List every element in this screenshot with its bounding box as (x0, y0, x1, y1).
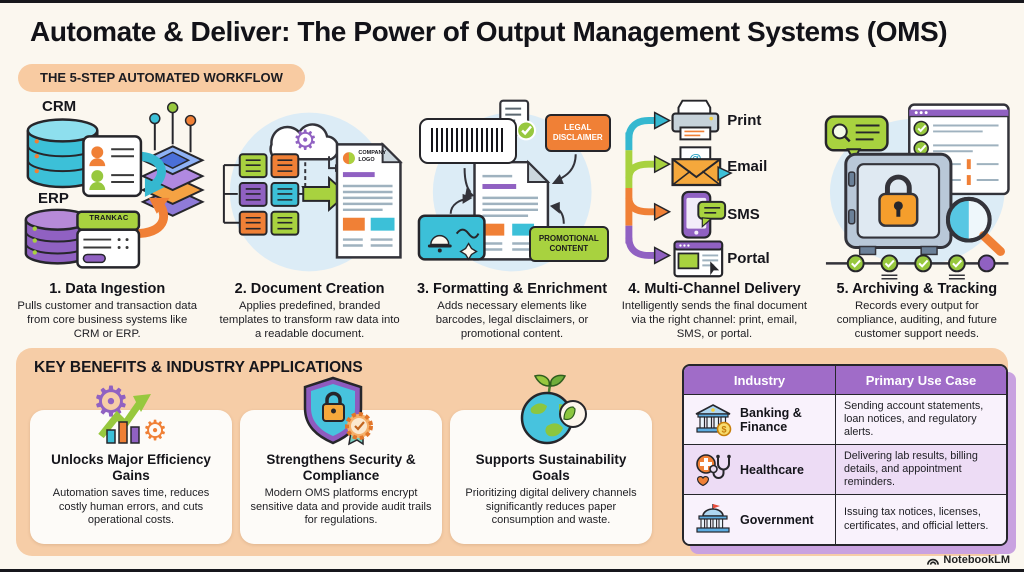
top-edge-bar (0, 0, 1024, 3)
erp-label: ERP (38, 190, 69, 207)
sms-phone-icon (681, 190, 727, 239)
title-lead: Automate & Deliver: (30, 16, 291, 47)
channel-label-sms: SMS (727, 206, 760, 223)
shield-lock-badge-icon (303, 376, 373, 446)
step-2-title: 2. Document Creation (234, 281, 385, 297)
header-primary-use-case: Primary Use Case (865, 372, 977, 388)
header-industry: Industry (684, 366, 836, 394)
formatting-illustration: LEGAL DISCLAIMER PROMOTIONAL CONTENT (413, 92, 611, 280)
bottom-edge-bar (0, 569, 1024, 572)
benefit-desc-sustainability: Prioritizing digital delivery channels s… (465, 486, 637, 527)
benefit-title-efficiency: Unlocks Major Efficiency Gains (51, 452, 211, 483)
benefit-card-sustainability: Supports Sustainability Goals Prioritizi… (450, 374, 652, 544)
efficiency-gears-growth-icon: ⚙ ⚙ (92, 377, 167, 446)
earth-leaves-icon (520, 374, 587, 445)
table-row-banking: $ Banking & Finance Sending account stat… (684, 394, 1006, 444)
industry-name-banking: Banking & Finance (740, 405, 802, 434)
data-ingestion-graphic (24, 101, 205, 269)
step-4-title: 4. Multi-Channel Delivery (628, 281, 801, 297)
magnifier-icon (945, 196, 1005, 256)
industry-table: Industry Primary Use Case $ (682, 364, 1008, 546)
benefit-desc-security: Modern OMS platforms encrypt sensitive d… (250, 486, 432, 527)
document-creation-illustration: ⚙ (210, 92, 408, 280)
step-document-creation: ⚙ (210, 92, 408, 341)
benefit-title-security: Strengthens Security & Compliance (266, 452, 416, 483)
step-1-description: Pulls customer and transaction data from… (17, 300, 197, 340)
channel-label-email: Email (727, 158, 768, 175)
step-archiving-tracking: 5. Archiving & Tracking Records every ou… (818, 92, 1016, 341)
step-5-title: 5. Archiving & Tracking (836, 281, 998, 297)
transaction-tag-label: TRANKAC (89, 213, 129, 222)
step-multi-channel-delivery: @ (615, 92, 813, 341)
benefits-heading: KEY BENEFITS & INDUSTRY APPLICATIONS (34, 359, 363, 376)
step-3-title: 3. Formatting & Enrichment (416, 281, 608, 297)
svg-text:$: $ (721, 424, 726, 434)
benefits-panel: KEY BENEFITS & INDUSTRY APPLICATIONS ⚙ ⚙… (16, 348, 1008, 556)
healthcare-icon (696, 453, 731, 486)
company-logo-label: COMPANY LOGO (358, 150, 387, 163)
notebooklm-icon (927, 558, 940, 565)
use-case-government: Issuing tax notices, licenses, certifica… (844, 506, 989, 532)
step-2-description: Applies predefined, branded templates to… (219, 300, 400, 340)
data-ingestion-illustration: CRM ERP TRANKAC (8, 92, 206, 280)
workflow-steps: CRM ERP TRANKAC 1. Data Ingestion Pulls … (8, 92, 1016, 341)
printer-icon (671, 99, 720, 141)
archiving-graphic (824, 103, 1010, 280)
use-case-healthcare: Delivering lab results, billing details,… (844, 449, 978, 489)
industry-name-government: Government (740, 512, 814, 527)
bank-icon: $ (695, 403, 732, 436)
portal-browser-icon (673, 240, 724, 278)
step-formatting-enrichment: LEGAL DISCLAIMER PROMOTIONAL CONTENT 3. … (413, 92, 611, 341)
industry-table-header: Industry Primary Use Case (684, 366, 1006, 394)
legal-disclaimer-tag: LEGAL DISCLAIMER (544, 114, 611, 152)
workflow-section-badge: THE 5-STEP AUTOMATED WORKFLOW (18, 64, 305, 92)
gear-icon: ⚙ (293, 123, 318, 156)
benefit-card-efficiency: ⚙ ⚙ Unlocks Major Efficiency Gains Autom… (30, 377, 232, 544)
step-3-description: Adds necessary elements like barcodes, l… (435, 300, 589, 340)
industry-name-healthcare: Healthcare (740, 462, 804, 477)
search-note-bubble-icon (824, 115, 889, 163)
page-title: Automate & Deliver: The Power of Output … (30, 16, 948, 48)
brand-label: NotebookLM (943, 554, 1010, 566)
government-icon (696, 503, 730, 533)
benefit-title-sustainability: Supports Sustainability Goals (475, 452, 627, 483)
document-creation-graphic: ⚙ (223, 112, 404, 272)
table-row-government: Government Issuing tax notices, licenses… (684, 494, 1006, 544)
use-case-banking: Sending account statements, loan notices… (844, 399, 984, 439)
timeline-checks-icon (825, 254, 1009, 280)
benefit-card-security: Strengthens Security & Compliance Modern… (240, 376, 442, 544)
delivery-illustration: @ (615, 92, 813, 280)
safe-vault-icon (843, 152, 953, 256)
step-data-ingestion: CRM ERP TRANKAC 1. Data Ingestion Pulls … (8, 92, 206, 341)
brand-footer: NotebookLM (926, 554, 1010, 566)
step-4-description: Intelligently sends the final document v… (621, 300, 808, 340)
step-5-description: Records every output for compliance, aud… (836, 300, 997, 340)
channel-label-portal: Portal (727, 250, 770, 267)
svg-text:⚙: ⚙ (142, 414, 167, 446)
barcode-icon (418, 118, 517, 164)
archiving-illustration (818, 92, 1016, 280)
step-1-title: 1. Data Ingestion (49, 281, 166, 297)
title-rest: The Power of Output Management Systems (… (290, 16, 948, 47)
benefit-desc-efficiency: Automation saves time, reduces costly hu… (52, 486, 210, 527)
promotional-content-tag: PROMOTIONAL CONTENT (528, 226, 609, 262)
table-row-healthcare: Healthcare Delivering lab results, billi… (684, 444, 1006, 494)
crm-label: CRM (42, 98, 77, 115)
delivery-graphic: @ (625, 99, 733, 278)
channel-label-print: Print (727, 112, 762, 129)
email-icon: @ (671, 146, 733, 187)
